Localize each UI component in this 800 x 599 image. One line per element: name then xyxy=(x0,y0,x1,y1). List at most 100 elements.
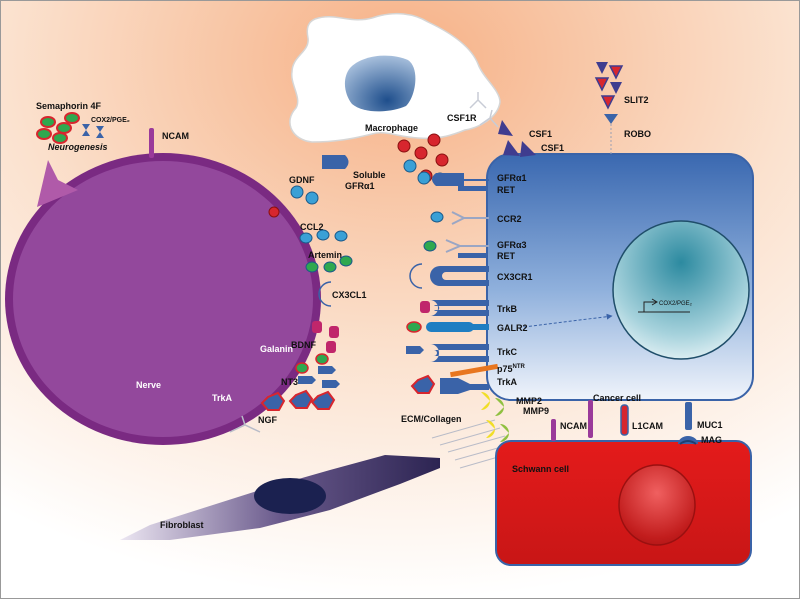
soluble-label: Soluble xyxy=(353,170,386,180)
gfra3-receptor xyxy=(445,239,489,253)
neurogenesis-label: Neurogenesis xyxy=(48,142,108,152)
artemin-bound xyxy=(423,240,437,252)
artemin-ligand xyxy=(339,255,353,267)
ret-label-1: RET xyxy=(497,185,516,195)
slit2-ligand xyxy=(594,77,610,92)
ret-receptor-1 xyxy=(458,186,488,191)
ngf-ligand xyxy=(260,391,286,411)
mmp2-enzyme xyxy=(481,392,490,410)
semaphorin-ligand xyxy=(56,122,72,134)
trkc-receptor xyxy=(430,344,489,362)
nerve-side-signals: Semaphorin 4F COX2/PGE₂ Neurogenesis NCA… xyxy=(36,101,386,433)
macrophage: Macrophage xyxy=(289,12,501,143)
galr2-label: GALR2 xyxy=(497,323,528,333)
ngf-label: NGF xyxy=(258,415,278,425)
schwann-label: Schwann cell xyxy=(512,464,569,474)
fibroblast-nucleus xyxy=(254,478,326,514)
slit2-ligand xyxy=(610,82,622,94)
nerve-body xyxy=(13,161,313,437)
p75-label: p75NTR xyxy=(497,364,526,374)
ret-label-2: RET xyxy=(497,251,516,261)
muc1-label: MUC1 xyxy=(697,420,723,430)
p75ntr-receptor xyxy=(450,363,499,378)
galanin-bound xyxy=(406,321,422,333)
bdnf-ligand xyxy=(329,326,339,338)
cox2-symbol xyxy=(82,124,90,136)
mmp2-enzyme xyxy=(495,398,504,416)
robo-label: ROBO xyxy=(624,129,651,139)
soluble-gfra1-label: GFRα1 xyxy=(345,181,375,191)
nt3-label: NT3 xyxy=(281,377,298,387)
mmp9-enzyme xyxy=(500,424,509,442)
nt3-ligand xyxy=(322,380,340,388)
schwann-cell: Schwann cell xyxy=(495,440,752,566)
fibroblast-label: Fibroblast xyxy=(160,520,204,530)
semaphorin-ligand xyxy=(36,128,52,140)
csf1-ligand xyxy=(520,141,536,157)
cx3cl1-bound xyxy=(409,263,423,289)
semaphorin-ligand xyxy=(64,112,80,124)
muc1-molecule xyxy=(685,402,692,430)
ngf-ligand xyxy=(310,390,336,410)
semaphorin-ligand xyxy=(52,132,68,144)
gdnf-ligand xyxy=(268,206,280,218)
slit2-label: SLIT2 xyxy=(624,95,649,105)
nerve-cell: Nerve xyxy=(5,153,321,445)
nt3-ligand xyxy=(318,366,336,374)
chemokine-ligand xyxy=(403,159,417,173)
cox2-symbol xyxy=(96,126,104,138)
slit2-ligand xyxy=(596,62,608,74)
fibroblast: Fibroblast xyxy=(120,455,440,540)
mmp-group: MMP2 MMP9 ECM/Collagen xyxy=(401,392,549,442)
galr2-receptor xyxy=(426,322,474,332)
l1cam-molecule xyxy=(620,404,629,436)
galanin-label: Galanin xyxy=(260,344,293,354)
cancer-cell: Cancer cell COX2/PGE₂ xyxy=(486,153,754,403)
macrophage-label: Macrophage xyxy=(365,123,418,133)
nt3-bound xyxy=(406,346,424,354)
soluble-gfra1-molecule xyxy=(322,155,349,169)
adhesion-molecules: NCAM L1CAM MUC1 MAG xyxy=(551,400,723,445)
robo-receptor xyxy=(604,114,618,124)
cx3cl1-label: CX3CL1 xyxy=(332,290,367,300)
trkb-receptor xyxy=(430,300,489,316)
cx3cr1-receptor xyxy=(430,266,489,286)
gene-promoter-arrow xyxy=(643,301,656,312)
l1cam-label: L1CAM xyxy=(632,421,663,431)
bdnf-ligand xyxy=(312,321,322,333)
slit2-robo: SLIT2 ROBO xyxy=(594,62,651,154)
mmp2-label: MMP2 xyxy=(516,396,542,406)
cancer-nucleus xyxy=(612,220,750,360)
ret-receptor-2 xyxy=(458,253,488,258)
slit2-ligand xyxy=(608,65,624,80)
csf1-ligand xyxy=(498,120,513,136)
macrophage-nucleus xyxy=(344,55,416,112)
galanin-ligand xyxy=(315,353,329,365)
nt3-ligand xyxy=(298,376,316,384)
csf1r-label: CSF1R xyxy=(447,113,477,123)
ncam-nerve-label: NCAM xyxy=(162,131,189,141)
gdnf-label: GDNF xyxy=(289,175,315,185)
bdnf-ligand xyxy=(326,341,336,353)
gdnf-ligand xyxy=(290,185,304,199)
gdnf-bound xyxy=(417,171,431,185)
growth-cone xyxy=(37,160,78,207)
ccr2-receptor xyxy=(451,211,489,225)
nerve-label: Nerve xyxy=(136,380,161,390)
trka-nerve-receptor xyxy=(229,415,261,433)
artemin-ligand xyxy=(323,261,337,273)
trka-nerve-label: TrkA xyxy=(212,393,233,403)
cx3cl1-ligand xyxy=(318,281,332,307)
csf1-label-1: CSF1 xyxy=(529,129,552,139)
cancer-cell-label: Cancer cell xyxy=(593,393,641,403)
ngf-bound xyxy=(410,374,436,394)
trka-receptor xyxy=(440,378,489,394)
ngf-ligand xyxy=(288,389,314,409)
galanin-ligand xyxy=(295,362,309,374)
ccl2-bound xyxy=(430,211,444,223)
slit2-ligand xyxy=(600,95,616,110)
csf1r-receptors xyxy=(469,92,499,128)
csf1-label-2: CSF1 xyxy=(541,143,564,153)
cox2-gene-label: COX2/PGE₂ xyxy=(659,301,693,307)
gfra3-label: GFRα3 xyxy=(497,240,527,250)
